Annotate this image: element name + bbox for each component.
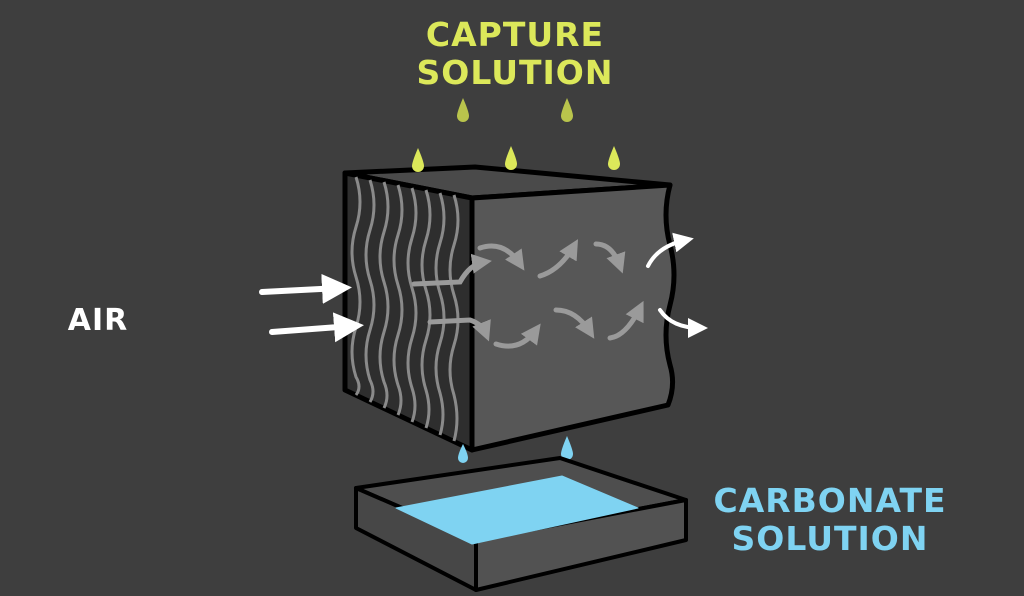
capture-drop-4: [505, 146, 517, 170]
fin-lines: [350, 176, 460, 442]
capture-drop-2: [561, 98, 573, 122]
carbonate-drops: [458, 436, 573, 463]
air-inflow-arrows: [259, 273, 364, 343]
internal-airflow: [411, 239, 644, 349]
capture-drop-3: [412, 148, 424, 172]
carbonate-tray: [354, 456, 688, 592]
carbonate-liquid: [395, 475, 639, 545]
carbonate-drop-1: [458, 444, 468, 463]
air-label: AIR: [67, 303, 129, 338]
capture-drop-5: [608, 146, 620, 170]
capture-drop-1: [457, 98, 469, 122]
capture-solution-label: CAPTURE SOLUTION: [380, 16, 650, 92]
capture-label-line1: CAPTURE: [425, 15, 605, 54]
carbonate-drop-2: [561, 436, 573, 460]
capture-label-line2: SOLUTION: [416, 53, 614, 92]
carbonate-label-line2: SOLUTION: [731, 519, 929, 558]
carbonate-solution-label: CARBONATE SOLUTION: [690, 482, 970, 558]
carbonate-label-line1: CARBONATE: [713, 481, 947, 520]
capture-drops: [412, 98, 620, 172]
air-outflow-arrows: [646, 232, 708, 338]
block-side-fins: [342, 170, 475, 453]
